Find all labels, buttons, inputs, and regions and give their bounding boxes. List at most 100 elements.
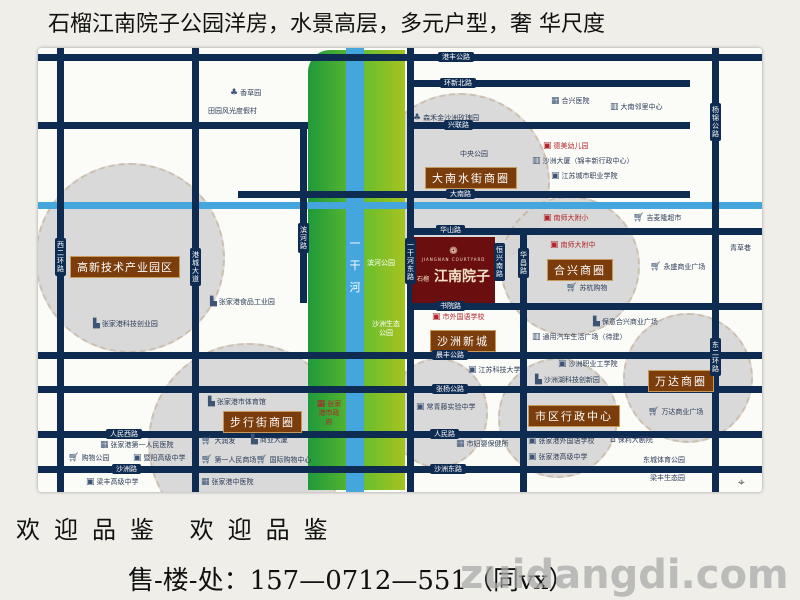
poi-park[interactable]: 梁丰生态园 bbox=[650, 474, 685, 482]
school-icon: ▣ bbox=[550, 240, 559, 250]
building-icon: ▙ bbox=[593, 317, 600, 327]
poi-hospital[interactable]: ▦张家港中医院 bbox=[201, 477, 254, 487]
poi-resort[interactable]: 田园风光度假村 bbox=[208, 107, 257, 115]
poi-school[interactable]: ▣张家港高级中学 bbox=[528, 452, 588, 462]
poi-school[interactable]: ▣市外国语学校 bbox=[432, 312, 485, 322]
government-icon: ▦ bbox=[316, 399, 326, 409]
poi-school[interactable]: ▣张家港外国语学校 bbox=[528, 436, 595, 446]
poi-shopping[interactable]: 🛒︎购物公园 bbox=[68, 453, 110, 463]
poi-park[interactable]: 沙洲生态公园 bbox=[372, 320, 400, 337]
road bbox=[410, 122, 690, 129]
road-label: 张杨公路 bbox=[432, 384, 468, 394]
poi-school[interactable]: ▣常青藤实验中学 bbox=[416, 402, 476, 412]
hospital-icon: ▦ bbox=[201, 477, 210, 487]
road-label: 东二环路 bbox=[710, 338, 721, 376]
poi-school[interactable]: ▣南师大附中 bbox=[550, 240, 596, 250]
poi-park[interactable]: ♣香草园 bbox=[230, 88, 262, 98]
poi-school[interactable]: ▣沙洲职业工学院 bbox=[558, 359, 618, 369]
watermark: zuidangdi.com bbox=[460, 552, 789, 598]
road-label: 大南路 bbox=[446, 189, 475, 199]
school-icon: ▣ bbox=[528, 436, 537, 446]
hospital-icon: ▦ bbox=[100, 440, 109, 450]
road-label: 华山路 bbox=[436, 225, 465, 235]
poi-hospital[interactable]: ▦张家港第一人民医院 bbox=[100, 440, 174, 450]
poi-building[interactable]: ▙商业大厦 bbox=[251, 435, 288, 445]
road bbox=[410, 80, 690, 87]
school-icon: ▣ bbox=[543, 141, 552, 151]
hospital-icon: ▦ bbox=[456, 439, 465, 449]
poi-shopping[interactable]: 🛒︎第一人民商场 bbox=[201, 455, 257, 465]
road bbox=[410, 228, 762, 235]
road-label: 港丰公路 bbox=[438, 52, 474, 62]
district-pedestrian-street[interactable]: 步行街商圈 bbox=[223, 411, 302, 433]
district-admin-center[interactable]: 市区行政中心 bbox=[528, 405, 620, 427]
district-high-tech-park[interactable]: 高新技术产业园区 bbox=[70, 256, 180, 278]
cart-icon: 🛒︎ bbox=[633, 213, 645, 223]
poi-school[interactable]: ▣暨阳高级中学 bbox=[133, 453, 186, 463]
district-wanda[interactable]: 万达商圈 bbox=[648, 370, 714, 392]
poi-theater[interactable]: ⌂保利大剧院 bbox=[610, 435, 653, 445]
road-label: 一干河东路 bbox=[405, 238, 416, 284]
road-label: 恒兴南路 bbox=[494, 243, 505, 281]
poi-shopping[interactable]: 🛒︎国际购物中心 bbox=[256, 455, 312, 465]
poi-park[interactable]: 滨河公园 bbox=[367, 259, 395, 267]
location-map[interactable]: ❁ JIANGNAN COURTYARD 石榴 江南院子 高新技术产业园区 大南… bbox=[38, 48, 762, 492]
building-icon: ▥ bbox=[610, 102, 619, 112]
sales-office-phone: 售-楼-处：157—0712—551（同vx） bbox=[128, 566, 575, 596]
school-icon: ▣ bbox=[86, 477, 95, 487]
cart-icon: 🛒︎ bbox=[648, 407, 660, 417]
road bbox=[410, 303, 762, 310]
project-jiangnan-courtyard[interactable]: ❁ JIANGNAN COURTYARD 石榴 江南院子 bbox=[412, 237, 495, 303]
poi-supermarket[interactable]: 🛒︎吉麦隆超市 bbox=[633, 213, 682, 223]
poi-school[interactable]: ▣梁丰高级中学 bbox=[86, 477, 139, 487]
school-icon: ▣ bbox=[558, 359, 567, 369]
poi-hospital[interactable]: ▦市妇婴保健所 bbox=[456, 439, 509, 449]
poi-park[interactable]: 中央公园 bbox=[460, 150, 488, 158]
road-label: 杨锦公路 bbox=[710, 103, 721, 141]
poi-school[interactable]: ▣南师大附小 bbox=[543, 213, 589, 223]
project-prefix: 石榴 bbox=[416, 276, 429, 283]
building-icon: ▙ bbox=[208, 397, 215, 407]
road-label: 华昌路 bbox=[518, 248, 529, 278]
poi-mall[interactable]: ▙保意合兴商业广场 bbox=[593, 317, 658, 327]
road-label: 西二环路 bbox=[55, 238, 66, 276]
cart-icon: 🛒︎ bbox=[201, 455, 213, 465]
poi-park[interactable]: 东城体育公园 bbox=[643, 456, 685, 464]
poi-school[interactable]: ▣德美幼儿园 bbox=[543, 141, 589, 151]
poi-shopping[interactable]: 🛒︎永盛商业广场 bbox=[650, 262, 706, 272]
poi-university[interactable]: ▣江苏科技大学 bbox=[468, 365, 521, 375]
poi-tech-park[interactable]: ▙沙洲湖科技创新园 bbox=[535, 375, 600, 385]
poi-park[interactable]: ♣森禾金沙洲玫瑰园 bbox=[413, 113, 480, 123]
poi-park[interactable]: 青草巷 bbox=[730, 244, 751, 252]
poi-shopping[interactable]: 🛒︎大润发 bbox=[201, 436, 236, 446]
poi-city-government[interactable]: ▦张家港市政府 bbox=[316, 399, 342, 427]
poi-shopping[interactable]: 🛒︎苏杭购物 bbox=[566, 283, 608, 293]
poi-hospital[interactable]: ▦合兴医院 bbox=[551, 96, 590, 106]
poi-building[interactable]: ▥大南邻里中心 bbox=[610, 102, 663, 112]
district-hexing[interactable]: 合兴商圈 bbox=[547, 259, 613, 281]
page-title: 石榴江南院子公园洋房，水景高层，多元户型，奢 华尺度 bbox=[48, 12, 605, 37]
hospital-icon: ▦ bbox=[551, 96, 560, 106]
poi-stadium[interactable]: ▙张家港市体育馆 bbox=[208, 397, 266, 407]
road-label: 人民西路 bbox=[106, 429, 142, 439]
poi-mall[interactable]: ▥通用汽车生活广场（待建） bbox=[532, 332, 627, 342]
building-icon: ▙ bbox=[535, 375, 542, 385]
cart-icon: 🛒︎ bbox=[201, 436, 213, 446]
theater-icon: ⌂ bbox=[610, 435, 616, 445]
school-icon: ▣ bbox=[468, 365, 477, 375]
poi-industrial-park[interactable]: ▙张家港食品工业园 bbox=[210, 297, 275, 307]
poi-tech-park[interactable]: ▙张家港科技创业园 bbox=[93, 319, 158, 329]
cart-icon: 🛒︎ bbox=[566, 283, 578, 293]
school-icon: ▣ bbox=[543, 213, 552, 223]
poi-building[interactable]: ▥沙洲大厦（锦丰新行政中心） bbox=[532, 156, 634, 166]
school-icon: ▣ bbox=[416, 402, 425, 412]
compass-icon: ⌖ bbox=[738, 475, 745, 489]
road-label: 沙洲东路 bbox=[430, 464, 466, 474]
district-danan-water-street[interactable]: 大南水街商圈 bbox=[425, 167, 517, 189]
river-yiganhe bbox=[346, 48, 364, 492]
poi-school[interactable]: ▣江苏城市职业学院 bbox=[551, 171, 618, 181]
district-shazhou-new-city[interactable]: 沙洲新城 bbox=[430, 330, 496, 352]
poi-mall[interactable]: 🛒︎万达商业广场 bbox=[648, 407, 704, 417]
park-icon: ♣ bbox=[230, 88, 239, 98]
project-name: 江南院子 bbox=[434, 269, 491, 285]
